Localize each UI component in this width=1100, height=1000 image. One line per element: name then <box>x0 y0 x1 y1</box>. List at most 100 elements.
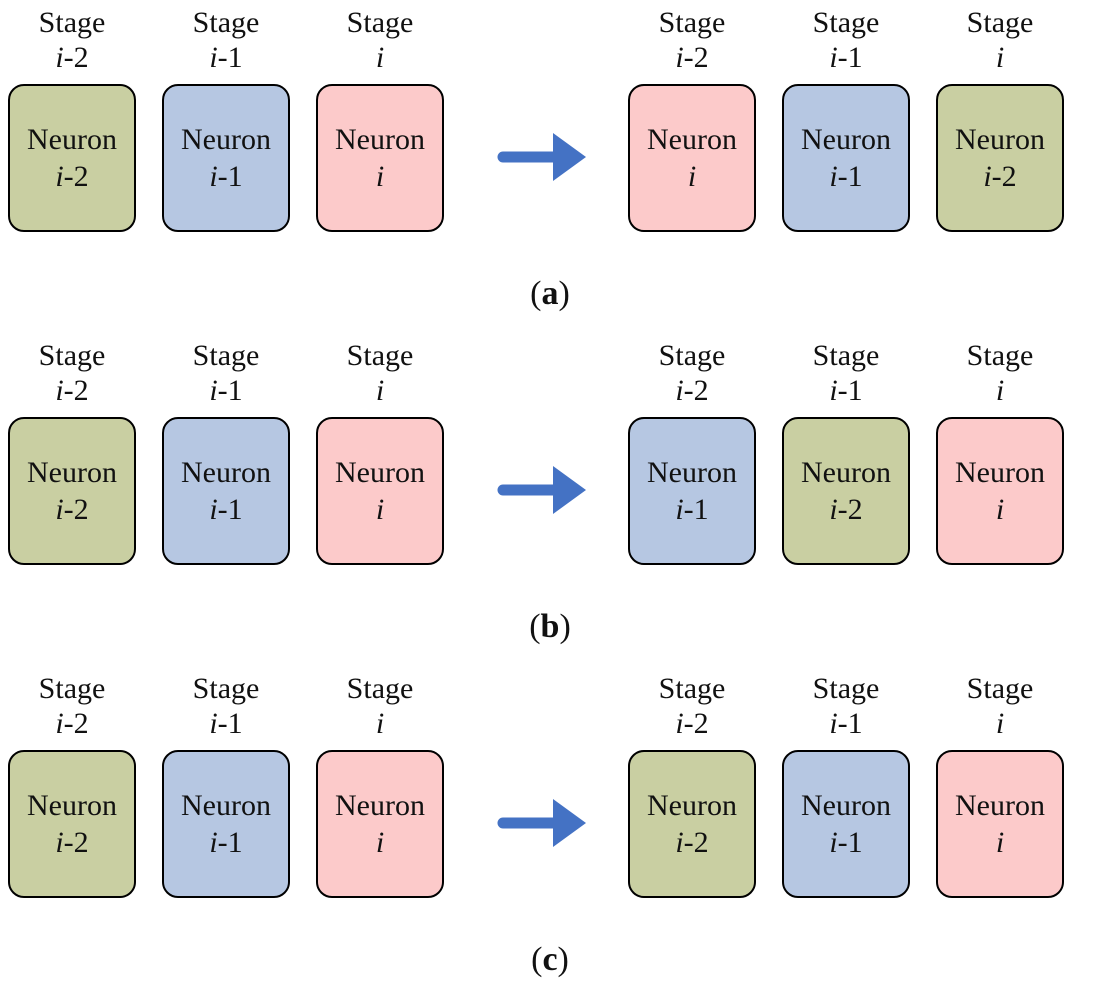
stage-word: Stage <box>658 672 726 705</box>
stage-column: Stage i-1 Neuron i-1 <box>162 338 290 565</box>
caption-letter: a <box>541 275 559 312</box>
neuron-index: i-1 <box>675 493 709 526</box>
stage-label: Stage i-1 <box>193 5 260 76</box>
panel-b-row: Stage i-2 Neuron i-2 Stage i-1 Neuron i-… <box>0 338 1100 565</box>
stage-index: i <box>375 41 385 75</box>
stage-label: Stage i-2 <box>39 5 106 76</box>
neuron-index: i-1 <box>209 826 243 859</box>
right-arrow-icon <box>497 466 586 514</box>
neuron-word: Neuron <box>181 788 271 822</box>
stage-column: Stage i-2 Neuron i-2 <box>8 5 136 232</box>
stage-word: Stage <box>812 6 880 39</box>
stage-word: Stage <box>346 672 414 705</box>
neuron-box: Neuron i <box>316 750 444 898</box>
stage-label: Stage i-2 <box>39 338 106 409</box>
stage-index: i <box>375 707 385 741</box>
stage-index: i-2 <box>55 707 89 741</box>
stage-index: i <box>995 41 1005 75</box>
stage-word: Stage <box>192 6 260 39</box>
stage-label: Stage i <box>347 338 414 409</box>
stage-label: Stage i <box>967 671 1034 742</box>
panel-b-left-group: Stage i-2 Neuron i-2 Stage i-1 Neuron i-… <box>8 338 444 565</box>
stage-word: Stage <box>192 672 260 705</box>
neuron-word: Neuron <box>801 455 891 489</box>
neuron-index: i <box>375 826 385 859</box>
neuron-word: Neuron <box>955 122 1045 156</box>
neuron-box: Neuron i <box>936 417 1064 565</box>
caption-paren: ) <box>559 608 571 645</box>
caption-letter: b <box>540 608 560 645</box>
stage-label: Stage i-2 <box>659 338 726 409</box>
arrow-zone <box>444 338 628 565</box>
panel-b: Stage i-2 Neuron i-2 Stage i-1 Neuron i-… <box>0 333 1100 666</box>
stage-column: Stage i Neuron i <box>316 671 444 898</box>
neuron-index: i <box>995 493 1005 526</box>
stage-index: i-2 <box>55 374 89 408</box>
stage-column: Stage i-2 Neuron i-2 <box>8 338 136 565</box>
stage-index: i <box>995 374 1005 408</box>
stage-index: i-1 <box>829 41 863 75</box>
stage-column: Stage i-1 Neuron i-2 <box>782 338 910 565</box>
stage-column: Stage i Neuron i <box>316 5 444 232</box>
neuron-index: i-2 <box>675 826 709 859</box>
neuron-box: Neuron i <box>316 417 444 565</box>
stage-label: Stage i-2 <box>39 671 106 742</box>
stage-index: i-2 <box>55 41 89 75</box>
caption-paren: ( <box>531 941 543 978</box>
panel-a-right-group: Stage i-2 Neuron i Stage i-1 Neuron i-1 <box>628 5 1064 232</box>
neuron-word: Neuron <box>181 455 271 489</box>
neuron-index: i-1 <box>209 493 243 526</box>
neuron-index: i-2 <box>829 493 863 526</box>
stage-word: Stage <box>346 6 414 39</box>
caption-paren: ( <box>530 275 542 312</box>
arrow-zone <box>444 5 628 232</box>
stage-column: Stage i-2 Neuron i <box>628 5 756 232</box>
neuron-box: Neuron i-2 <box>8 750 136 898</box>
panel-a: Stage i-2 Neuron i-2 Stage i-1 Neuron i-… <box>0 0 1100 333</box>
neuron-box: Neuron i-1 <box>628 417 756 565</box>
stage-column: Stage i-1 Neuron i-1 <box>782 5 910 232</box>
stage-column: Stage i-2 Neuron i-2 <box>628 671 756 898</box>
stage-index: i-1 <box>209 374 243 408</box>
stage-column: Stage i Neuron i <box>936 338 1064 565</box>
stage-column: Stage i-2 Neuron i-1 <box>628 338 756 565</box>
stage-index: i-2 <box>675 41 709 75</box>
neuron-box: Neuron i-1 <box>162 750 290 898</box>
neuron-word: Neuron <box>335 788 425 822</box>
panel-c-right-group: Stage i-2 Neuron i-2 Stage i-1 Neuron i-… <box>628 671 1064 898</box>
neuron-box: Neuron i-1 <box>782 84 910 232</box>
stage-column: Stage i-2 Neuron i-2 <box>8 671 136 898</box>
neuron-word: Neuron <box>335 122 425 156</box>
stage-index: i-2 <box>675 707 709 741</box>
panel-c: Stage i-2 Neuron i-2 Stage i-1 Neuron i-… <box>0 666 1100 999</box>
neuron-word: Neuron <box>335 455 425 489</box>
neuron-box: Neuron i-1 <box>162 417 290 565</box>
neuron-index: i-1 <box>829 826 863 859</box>
stage-index: i-1 <box>209 41 243 75</box>
stage-word: Stage <box>812 672 880 705</box>
stage-index: i <box>375 374 385 408</box>
neuron-word: Neuron <box>647 788 737 822</box>
stage-word: Stage <box>966 339 1034 372</box>
stage-column: Stage i Neuron i-2 <box>936 5 1064 232</box>
stage-label: Stage i <box>967 338 1034 409</box>
stage-label: Stage i <box>347 671 414 742</box>
neuron-word: Neuron <box>647 455 737 489</box>
panel-caption: (c) <box>0 940 1100 981</box>
stage-word: Stage <box>38 672 106 705</box>
neuron-word: Neuron <box>647 122 737 156</box>
neuron-index: i <box>995 826 1005 859</box>
neuron-index: i <box>687 160 697 193</box>
stage-index: i <box>995 707 1005 741</box>
neuron-word: Neuron <box>955 788 1045 822</box>
stage-column: Stage i Neuron i <box>936 671 1064 898</box>
stage-label: Stage i-2 <box>659 671 726 742</box>
stage-word: Stage <box>192 339 260 372</box>
neuron-word: Neuron <box>27 455 117 489</box>
stage-label: Stage i-1 <box>193 671 260 742</box>
panel-c-row: Stage i-2 Neuron i-2 Stage i-1 Neuron i-… <box>0 671 1100 898</box>
stage-label: Stage i-1 <box>813 338 880 409</box>
right-arrow-icon <box>497 133 586 181</box>
neuron-box: Neuron i-2 <box>8 417 136 565</box>
caption-letter: c <box>542 941 558 978</box>
